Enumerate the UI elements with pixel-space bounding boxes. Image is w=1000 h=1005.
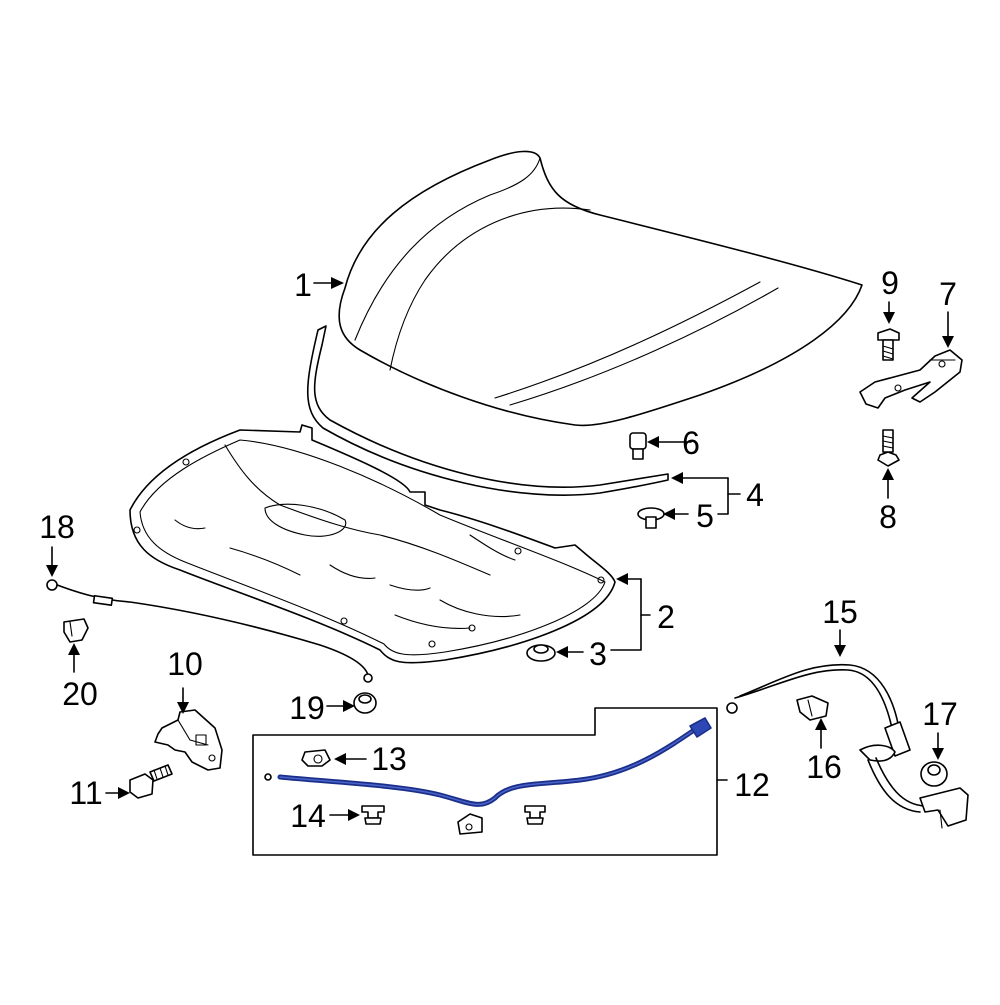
callout-9: 9 [881, 265, 899, 301]
callout-7: 7 [939, 276, 957, 312]
latch-bolt[interactable] [129, 764, 173, 799]
push-pin[interactable] [637, 507, 665, 529]
cable-clip[interactable] [63, 618, 89, 643]
callout-18: 18 [39, 509, 75, 545]
callout-20: 20 [62, 676, 98, 712]
release-cable-rear[interactable] [46, 579, 373, 683]
callout-15: 15 [822, 594, 858, 630]
cable-clamp[interactable] [301, 749, 331, 767]
callout-10: 10 [167, 646, 203, 682]
cable-group-box [252, 707, 728, 856]
cable-holder[interactable] [457, 813, 483, 835]
hood-panel[interactable] [338, 150, 863, 427]
hood-insulator[interactable] [129, 424, 616, 664]
hood-latch[interactable] [154, 709, 223, 771]
callout-8: 8 [879, 499, 897, 535]
handle-nut[interactable] [920, 761, 948, 787]
cable-grommet[interactable] [353, 692, 377, 714]
leader-lines [46, 277, 954, 821]
callout-16: 16 [806, 749, 842, 785]
callout-1: 1 [294, 267, 312, 303]
callout-13: 13 [371, 741, 407, 777]
callout-12: 12 [734, 767, 770, 803]
callout-numbers: 1 2 3 4 5 6 7 8 9 10 11 12 13 14 15 16 1… [39, 265, 958, 834]
callout-11: 11 [69, 775, 102, 811]
callout-17: 17 [922, 696, 958, 732]
hood-hinge[interactable] [859, 349, 963, 409]
callout-5: 5 [696, 498, 714, 534]
cable-retainer[interactable] [361, 805, 385, 825]
hinge-bolt[interactable] [877, 328, 900, 361]
callout-4: 4 [746, 477, 764, 513]
callout-14: 14 [290, 798, 326, 834]
hood-release-cable[interactable] [264, 717, 712, 807]
release-handle-bracket[interactable] [919, 787, 969, 829]
cable-retainer-2[interactable] [524, 805, 546, 825]
callout-19: 19 [289, 690, 325, 726]
hinge-stud[interactable] [877, 429, 900, 467]
insulator-clip[interactable] [526, 644, 556, 662]
callout-6: 6 [682, 425, 700, 461]
callout-3: 3 [589, 636, 607, 672]
release-handle-cable[interactable] [726, 663, 926, 813]
callout-2: 2 [657, 599, 675, 635]
hood-seal[interactable] [306, 325, 669, 496]
handle-clip[interactable] [796, 695, 829, 721]
hood-bumper[interactable] [629, 432, 647, 460]
